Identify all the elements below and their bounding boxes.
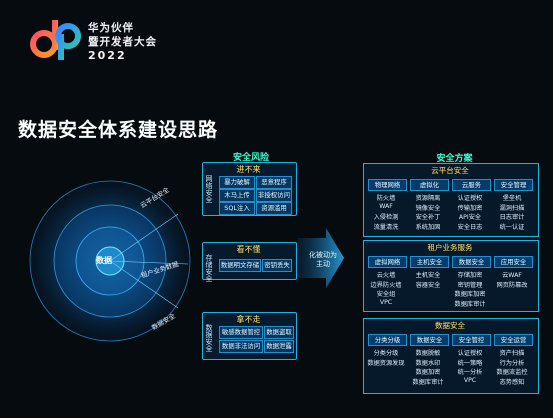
solution-item: 主机安全 xyxy=(415,272,441,279)
solution-item: 安全补丁 xyxy=(415,214,441,221)
solution-tab: 物理网络 xyxy=(368,179,407,191)
solution-item: 密钥管理 xyxy=(457,281,483,289)
risk-chip: 非授权访问 xyxy=(256,189,292,202)
solution-item: 入侵检测 xyxy=(373,214,399,221)
solution-item: 云火墙 xyxy=(376,272,396,279)
risk-subtitle-2: 看不懂 xyxy=(236,245,261,254)
brand-line-1: 华为伙伴 xyxy=(88,22,134,34)
solution-item: 行为分析 xyxy=(499,359,525,367)
radar-center-label: 数据 xyxy=(96,256,112,265)
solution-item: 统一策略 xyxy=(457,359,483,367)
hdc-logo xyxy=(30,20,81,60)
solution-item: 数据水印 xyxy=(415,359,441,367)
risk-chip: 木马上传 xyxy=(219,189,255,202)
page-title: 数据安全体系建设思路 xyxy=(18,119,219,141)
risk-chip: 资源滥用 xyxy=(256,202,292,215)
solution-panel-tenant xyxy=(363,240,539,312)
solution-item: VPC xyxy=(463,376,477,384)
solution-panel-cloud xyxy=(363,163,539,237)
solution-item: 安全组 xyxy=(376,291,396,298)
solution-item: 数据库审计 xyxy=(412,378,444,386)
risk-chip: 数据明文存储 xyxy=(219,259,261,272)
solution-tab: 主机安全 xyxy=(410,256,449,268)
solution-item: 数据流监控 xyxy=(496,369,528,376)
solution-item: 防火墙 xyxy=(376,195,396,202)
solution-item: 流量清洗 xyxy=(373,223,399,231)
risk-chip: 数据盗取 xyxy=(264,326,294,339)
solution-item: 容器安全 xyxy=(415,281,441,289)
solution-item: 统一分析 xyxy=(457,369,483,376)
solution-tab: 安全管理 xyxy=(494,179,533,191)
risk-chip: SQL注入 xyxy=(219,202,255,215)
solution-item: 资产扫描 xyxy=(499,350,525,357)
brand-year: 2022 xyxy=(88,49,127,62)
risk-chip: 暴力破解 xyxy=(219,176,255,189)
risk-subtitle-1: 进不来 xyxy=(236,165,261,174)
risk-chip: 密钥丢失 xyxy=(262,259,292,272)
solution-tab: 安全管控 xyxy=(452,334,491,346)
solution-item: 统一认证 xyxy=(499,223,525,231)
solution-tab: 数据安全 xyxy=(410,334,449,346)
transition-arrow xyxy=(298,228,344,288)
solution-item: 安全日志 xyxy=(457,223,483,231)
solution-item: 数据库审计 xyxy=(454,300,486,308)
arrow-text: 化被动为主动 xyxy=(309,251,337,268)
solution-item: 认证授权 xyxy=(457,350,483,357)
risk-side-label-3: 数据安全 xyxy=(205,324,213,352)
solution-item: 资源隔离 xyxy=(415,195,441,202)
solution-item: 云WAF xyxy=(502,272,522,279)
solution-item: VPC xyxy=(379,298,393,306)
solution-tab: 云服务 xyxy=(452,179,491,191)
solution-section-name: 云平台安全 xyxy=(431,166,469,175)
solution-item: 态势感知 xyxy=(499,378,525,386)
solution-item: 系统加固 xyxy=(415,223,441,231)
risk-title: 安全风险 xyxy=(232,153,269,163)
solution-item: 日志审计 xyxy=(499,214,525,221)
solution-tab: 安全运营 xyxy=(494,334,533,346)
solution-item: 数据脱敏 xyxy=(415,350,441,357)
solution-item: 漏洞扫描 xyxy=(499,204,525,212)
solution-tab: 应用安全 xyxy=(494,256,533,268)
risk-subtitle-3: 拿不走 xyxy=(236,315,261,324)
radar-diagram xyxy=(29,180,191,342)
solution-item: 镜像安全 xyxy=(415,204,441,212)
solution-section-name: 租户业务服务 xyxy=(427,243,473,252)
brand-line-2: 暨开发者大会 xyxy=(88,36,157,48)
solution-title: 安全方案 xyxy=(436,154,473,164)
solution-item: 边界防火墙 xyxy=(370,281,402,289)
solution-item: API安全 xyxy=(458,214,482,221)
solution-item: 数据库加密 xyxy=(454,291,486,298)
solution-item: 网页防篡改 xyxy=(496,281,528,289)
solution-item: 数据加密 xyxy=(415,369,441,376)
solution-panel-data xyxy=(363,318,539,394)
risk-side-label-2: 存储安全 xyxy=(205,254,213,282)
risk-side-label-1: 网络安全 xyxy=(205,175,213,203)
solution-section-name: 数据安全 xyxy=(435,321,465,330)
solution-item: 传输加密 xyxy=(457,204,483,212)
risk-chip: 恶意程序 xyxy=(256,176,292,189)
solution-tab: 分类分级 xyxy=(368,334,407,346)
solution-item: 分类分级 xyxy=(373,350,399,357)
solution-tab: 虚拟网络 xyxy=(368,256,407,268)
risk-chip: 数据泄露 xyxy=(264,340,294,353)
solution-item: 数据资源发现 xyxy=(367,359,405,367)
solution-item: 认证授权 xyxy=(457,195,483,202)
risk-chip: 数据非法访问 xyxy=(219,340,263,353)
solution-item: WAF xyxy=(379,202,393,210)
solution-item: 堡垒机 xyxy=(502,195,522,202)
risk-chip: 敏感数据管控 xyxy=(219,326,263,339)
solution-item: 存储加密 xyxy=(457,272,483,279)
solution-tab: 虚拟化 xyxy=(410,179,449,191)
solution-tab: 数据安全 xyxy=(452,256,491,268)
